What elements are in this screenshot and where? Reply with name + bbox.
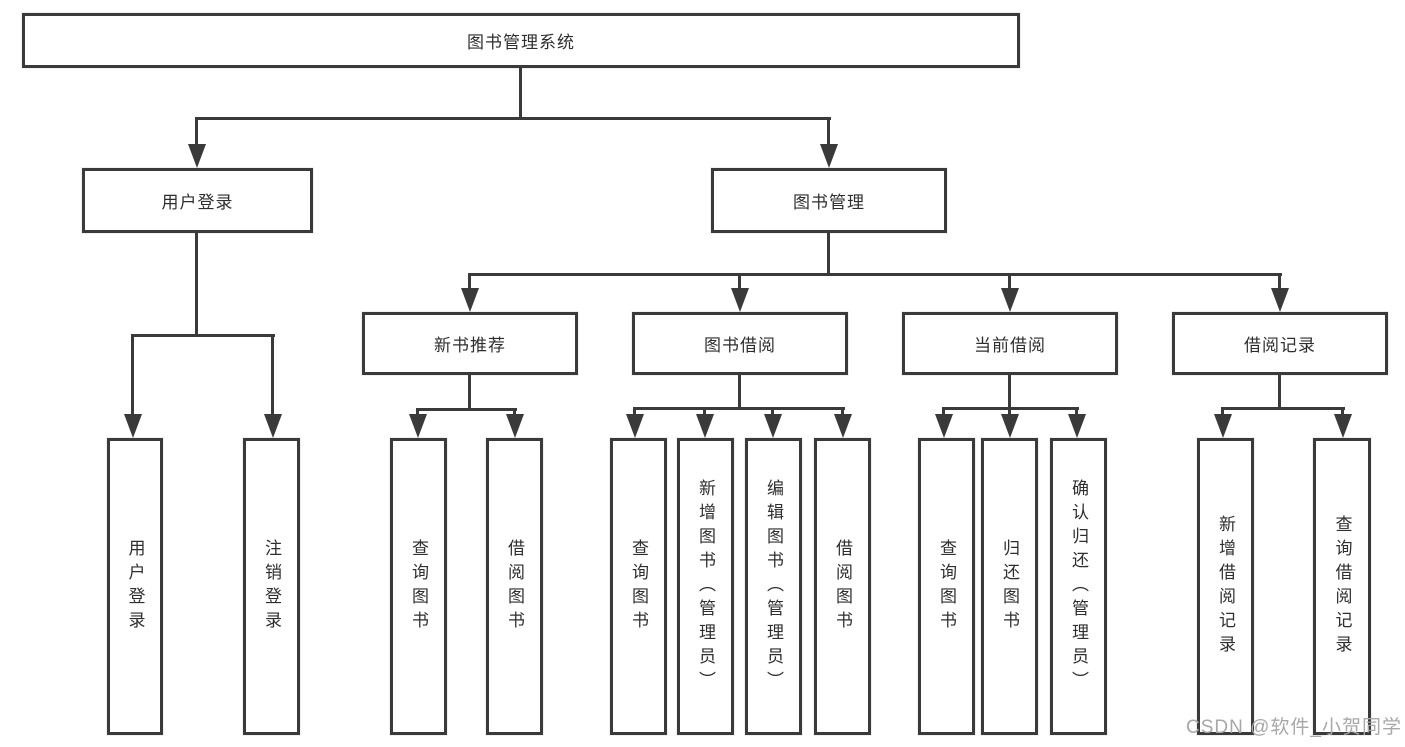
connector-root-stem [519,67,522,117]
leaf-recs-query-record-label: 查询借阅记录 [1332,514,1352,659]
leaf-bor-query-books: 查询图书 [610,438,667,735]
connector-records-stem [1278,375,1281,407]
csdn-watermark: CSDN @软件_小贺同学 [1186,717,1402,738]
arrowhead-to-records [1271,288,1289,312]
connector-to-recs-add [1221,407,1224,416]
leaf-logout-label: 注销登录 [262,538,281,635]
connector-borrow-bar [633,407,845,410]
arrowhead-to-cur-confirm [1068,414,1086,438]
connector-records-bar [1221,407,1345,410]
leaf-bor-edit-books-admin-label: 编辑图书（管理员） [764,478,783,695]
node-user-login: 用户登录 [82,168,313,233]
connector-mgmt-stem [827,233,830,273]
connector-to-bor-borrow [841,407,844,416]
node-borrow-records: 借阅记录 [1172,312,1388,375]
arrowhead-to-bor-edit [764,414,782,438]
arrowhead-to-mgmt [820,144,838,168]
arrowhead-to-bor-borrow [834,414,852,438]
node-new-book-rec: 新书推荐 [362,312,578,375]
arrowhead-to-rec-borrow [506,414,524,438]
connector-to-rec [468,273,471,290]
connector-current-stem [1008,375,1011,407]
node-book-mgmt: 图书管理 [711,168,947,233]
arrowhead-to-login [188,144,206,168]
connector-to-cur-query [942,407,945,416]
leaf-bor-borrow-books: 借阅图书 [814,438,871,735]
connector-mgmt-bar [468,273,1282,276]
connector-to-mgmt [827,117,830,146]
leaf-cur-query-books: 查询图书 [918,438,975,735]
node-new-book-rec-label: 新书推荐 [434,336,506,355]
leaf-bor-borrow-books-label: 借阅图书 [833,538,852,635]
connector-borrow-stem [738,375,741,407]
leaf-user-login: 用户登录 [107,438,163,735]
connector-rec-bar [416,408,517,411]
leaf-cur-confirm-return-admin-label: 确认归还（管理员） [1069,478,1088,695]
arrowhead-to-current [1001,288,1019,312]
leaf-recs-add-record-label: 新增借阅记录 [1216,514,1235,659]
leaf-cur-return-books-label: 归还图书 [1000,538,1019,635]
connector-to-records [1278,273,1281,290]
connector-to-leaf-login [131,334,134,416]
leaf-bor-add-books-admin: 新增图书（管理员） [677,438,734,735]
arrowhead-to-leaf-logout [264,414,282,438]
node-book-borrow-label: 图书借阅 [704,336,776,355]
leaf-rec-borrow-books: 借阅图书 [486,438,543,735]
node-root-label: 图书管理系统 [467,33,575,52]
leaf-cur-confirm-return-admin: 确认归还（管理员） [1050,438,1107,735]
leaf-bor-edit-books-admin: 编辑图书（管理员） [745,438,802,735]
arrowhead-to-cur-return [1001,414,1019,438]
leaf-logout: 注销登录 [243,438,300,735]
arrowhead-to-recs-query [1334,414,1352,438]
connector-to-login [195,117,198,146]
connector-to-bor-add [703,407,706,416]
connector-login-stem [195,233,198,334]
arrowhead-to-rec [461,288,479,312]
leaf-cur-return-books: 归还图书 [981,438,1038,735]
leaf-recs-add-record: 新增借阅记录 [1197,438,1254,735]
connector-to-rec-borrow [513,408,516,416]
node-book-borrow: 图书借阅 [632,312,848,375]
leaf-rec-borrow-books-label: 借阅图书 [505,538,524,635]
connector-to-recs-query [1341,407,1344,416]
leaf-user-login-label: 用户登录 [125,538,145,635]
leaf-rec-query-books: 查询图书 [390,438,447,735]
arrowhead-to-borrow [731,288,749,312]
arrowhead-to-bor-add [696,414,714,438]
node-current-borrow: 当前借阅 [902,312,1118,375]
connector-to-cur-confirm [1075,407,1078,416]
leaf-bor-query-books-label: 查询图书 [629,538,648,635]
leaf-rec-query-books-label: 查询图书 [409,538,428,635]
connector-to-current [1008,273,1011,290]
node-book-mgmt-label: 图书管理 [793,193,865,212]
connector-root-bar [195,117,831,120]
arrowhead-to-recs-add [1214,414,1232,438]
leaf-recs-query-record: 查询借阅记录 [1313,438,1371,735]
connector-rec-stem [468,375,471,408]
connector-to-borrow [738,273,741,290]
arrowhead-to-leaf-login [124,414,142,438]
arrowhead-to-bor-query [626,414,644,438]
leaf-bor-add-books-admin-label: 新增图书（管理员） [696,478,715,695]
node-current-borrow-label: 当前借阅 [974,336,1046,355]
node-borrow-records-label: 借阅记录 [1244,336,1316,355]
connector-to-bor-edit [771,407,774,416]
node-user-login-label: 用户登录 [161,193,234,212]
leaf-cur-query-books-label: 查询图书 [937,538,956,635]
arrowhead-to-cur-query [935,414,953,438]
connector-to-bor-query [633,407,636,416]
connector-login-bar [131,334,275,337]
arrowhead-to-rec-query [409,414,427,438]
connector-to-leaf-logout [271,334,274,416]
connector-to-rec-query [416,408,419,416]
connector-to-cur-return [1008,407,1011,416]
node-root: 图书管理系统 [22,13,1020,68]
